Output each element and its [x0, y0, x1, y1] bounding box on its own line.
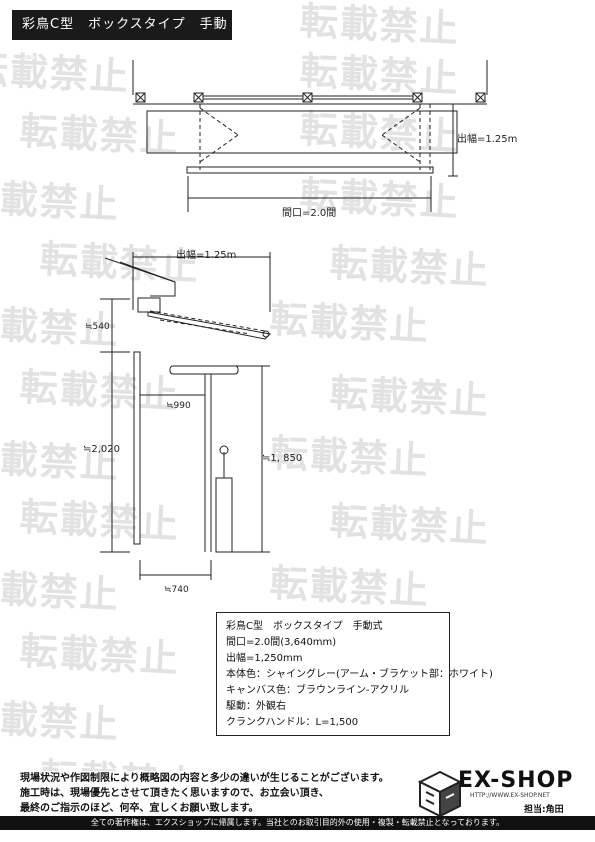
staff-label: 担当:角田 — [524, 805, 564, 815]
spec-line: 駆動：外観右 — [226, 701, 286, 712]
footer-copyright: 全ての著作権は、エクスショップに帰属します。当社とのお取引目的外の使用・複製・転… — [0, 816, 595, 830]
note-line: 現場状況や作図制限により概略図の内容と多少の違いが生じることがございます。 — [20, 773, 389, 784]
side-projection-label: 出幅=1.25m — [176, 248, 236, 261]
bracket-mark — [475, 92, 486, 103]
total-height-label: ≒2,020 — [83, 444, 120, 455]
note-line: 施工時は、現場優先とさせて頂きたく思いますので、お立会い頂き、 — [20, 788, 329, 799]
spec-line: 間口=2.0間(3,640mm) — [226, 637, 337, 648]
bracket-mark — [412, 92, 423, 103]
bracket-mark — [302, 92, 313, 103]
spec-line: 彩鳥C型 ボックスタイプ 手動式 — [226, 621, 383, 632]
bracket-height-label: ≒540 — [85, 322, 110, 332]
note-line: 最終のご指示のほど、何卒、宜しくお願い致します。 — [20, 803, 259, 814]
plan-projection-label: 出幅=1.25m — [457, 132, 517, 145]
side-view — [100, 252, 272, 580]
brand-url: HTTP://WWW.EX-SHOP.NET — [470, 792, 550, 799]
plan-width-label: 間口=2.0間 — [282, 207, 336, 219]
post-height-label: ≒1, 850 — [262, 453, 302, 464]
spec-line: 本体色：シャイングレー(アーム・ブラケット部：ホワイト) — [226, 669, 493, 680]
crank-offset-label: ≒990 — [166, 401, 191, 411]
spec-line: クランクハンドル：L=1,500 — [226, 717, 359, 728]
spec-box: 彩鳥C型 ボックスタイプ 手動式 間口=2.0間(3,640mm) 出幅=1,2… — [216, 612, 493, 736]
plan-view — [132, 60, 488, 212]
spec-line: 出幅=1,250mm — [226, 653, 303, 664]
cube-logo-icon — [417, 770, 463, 818]
notes: 現場状況や作図制限により概略図の内容と多少の違いが生じることがございます。 施工… — [20, 771, 389, 816]
page-title: 彩鳥C型 ボックスタイプ 手動式 — [12, 10, 232, 62]
brand-name: EX-SHOP — [458, 768, 574, 793]
bracket-mark — [135, 92, 146, 103]
base-offset-label: ≒740 — [164, 585, 189, 595]
spec-line: キャンバス色：ブラウンライン-アクリル — [226, 685, 410, 696]
bracket-mark — [193, 92, 204, 103]
